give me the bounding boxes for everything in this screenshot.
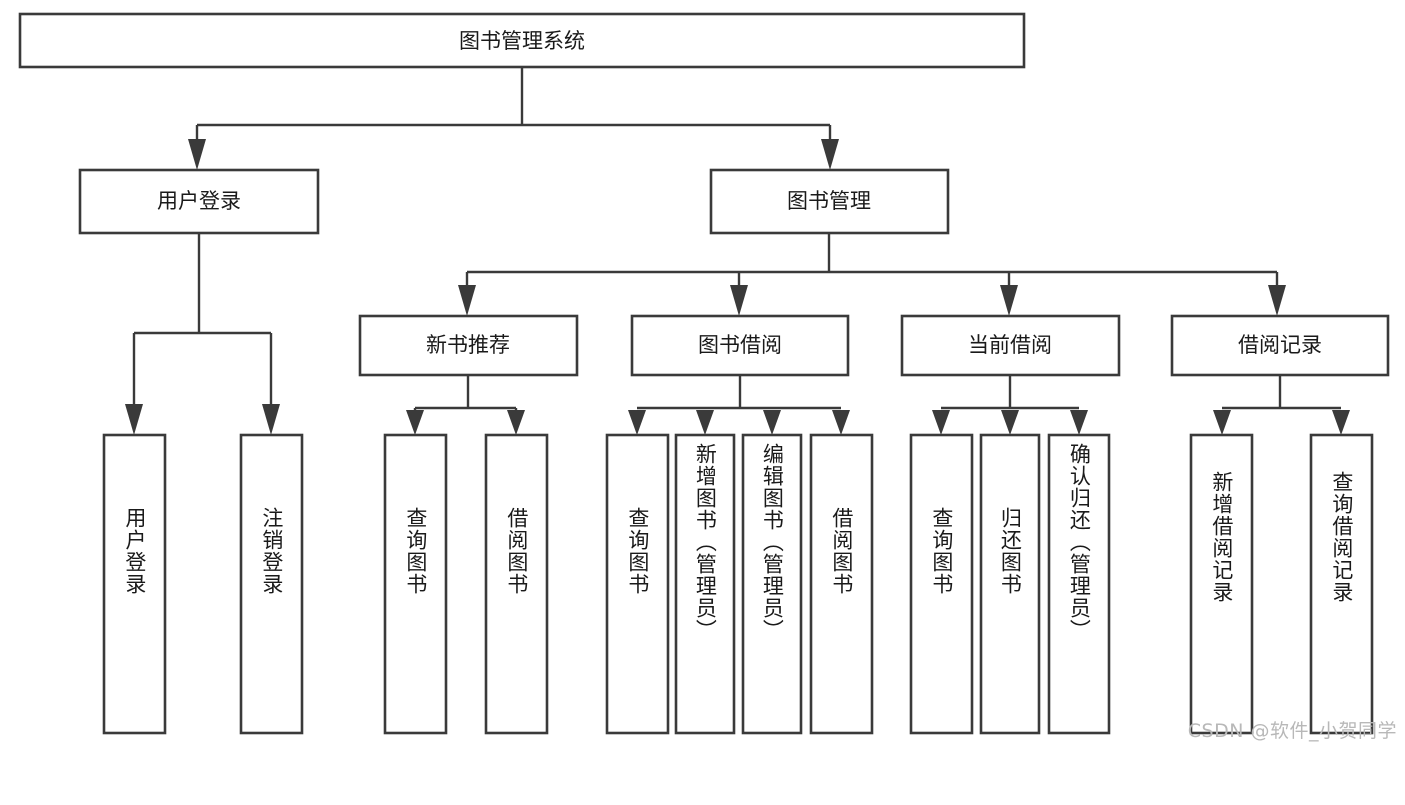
leaf-box-book-borrow-3[interactable] (741, 433, 803, 735)
arrowhead-book-borrow-leaf-1 (628, 410, 646, 435)
leaf-box-current-borrow-2[interactable] (979, 433, 1041, 735)
leaf-box-borrow-record-2[interactable] (1309, 433, 1374, 735)
arrowhead-user-login-leaf-2 (262, 404, 280, 435)
arrowhead-book-borrow-leaf-3 (763, 410, 781, 435)
leaf-box-book-borrow-4[interactable] (809, 433, 874, 735)
arrowhead-to-book-borrow (730, 285, 748, 316)
arrowhead-book-borrow-leaf-4 (832, 410, 850, 435)
leaf-box-user-login-2[interactable] (239, 433, 304, 735)
arrowhead-book-borrow-leaf-2 (696, 410, 714, 435)
hierarchy-diagram: 图书管理系统 用户登录 图书管理 (18, 12, 1390, 735)
leaf-box-current-borrow-1[interactable] (909, 433, 974, 735)
leaf-box-new-book-2[interactable] (484, 433, 549, 735)
arrowhead-to-new-book (458, 285, 476, 316)
node-borrow-record-label: 借阅记录 (1238, 333, 1322, 357)
arrowhead-to-user-login (188, 139, 206, 170)
arrowhead-current-borrow-leaf-3 (1070, 410, 1088, 435)
diagram-canvas-root: 图书管理系统 用户登录 图书管理 (18, 12, 1397, 742)
node-new-book-recommend[interactable]: 新书推荐 (358, 314, 579, 377)
arrowhead-borrow-record-leaf-2 (1332, 410, 1350, 435)
node-new-book-recommend-label: 新书推荐 (426, 333, 510, 357)
arrowhead-to-current-borrow (1000, 285, 1018, 316)
arrowhead-to-borrow-record (1268, 285, 1286, 316)
arrowhead-current-borrow-leaf-2 (1001, 410, 1019, 435)
node-borrow-record-box[interactable] (1170, 314, 1390, 377)
node-book-manage[interactable]: 图书管理 (709, 168, 950, 235)
arrowhead-new-book-leaf-2 (507, 410, 525, 435)
node-book-borrow[interactable]: 图书借阅 (630, 314, 850, 377)
arrowhead-user-login-leaf-1 (125, 404, 143, 435)
node-book-borrow-label: 图书借阅 (698, 333, 782, 357)
node-user-login[interactable]: 用户登录 (78, 168, 320, 235)
csdn-watermark: CSDN @软件_小贺同学 (1187, 720, 1397, 742)
node-current-borrow[interactable]: 当前借阅 (900, 314, 1121, 377)
leaf-box-user-login-1[interactable] (102, 433, 167, 735)
leaf-box-book-borrow-1[interactable] (605, 433, 670, 735)
leaf-box-new-book-1[interactable] (383, 433, 448, 735)
node-borrow-record[interactable]: 借阅记录 (1170, 314, 1390, 377)
arrowhead-to-book-manage (821, 139, 839, 170)
leaf-box-borrow-record-1[interactable] (1189, 433, 1254, 735)
node-root-system[interactable]: 图书管理系统 (18, 12, 1026, 69)
node-book-manage-label: 图书管理 (787, 189, 871, 213)
node-user-login-label: 用户登录 (157, 189, 241, 213)
node-root-system-box[interactable] (18, 12, 1026, 69)
node-current-borrow-label: 当前借阅 (968, 333, 1052, 357)
node-new-book-recommend-box[interactable] (358, 314, 579, 377)
leaf-box-current-borrow-3[interactable] (1047, 433, 1111, 735)
arrowhead-borrow-record-leaf-1 (1213, 410, 1231, 435)
node-root-system-label: 图书管理系统 (459, 29, 585, 53)
node-book-borrow-box[interactable] (630, 314, 850, 377)
arrowhead-new-book-leaf-1 (406, 410, 424, 435)
leaf-box-book-borrow-2[interactable] (674, 433, 736, 735)
node-current-borrow-box[interactable] (900, 314, 1121, 377)
node-book-manage-box[interactable] (709, 168, 950, 235)
arrowhead-current-borrow-leaf-1 (932, 410, 950, 435)
